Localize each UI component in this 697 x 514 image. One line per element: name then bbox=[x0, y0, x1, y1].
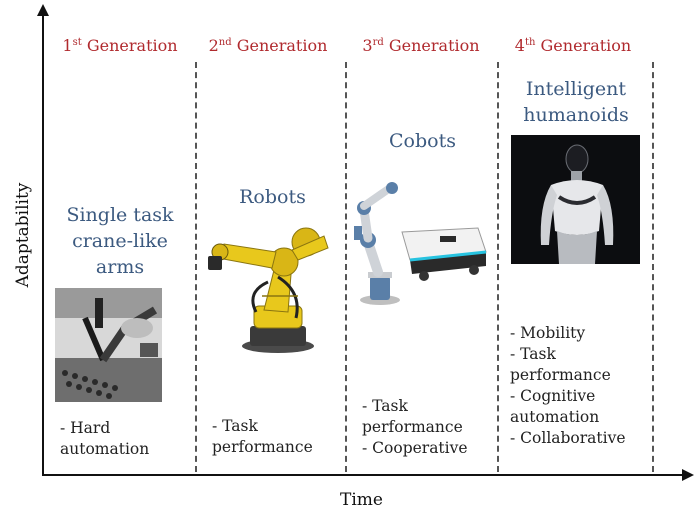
x-axis bbox=[42, 474, 682, 476]
generation-3-category: Cobots bbox=[389, 130, 456, 152]
generation-4-title: 4th Generation bbox=[514, 36, 632, 55]
y-axis-arrow-icon bbox=[37, 4, 49, 16]
divider-2 bbox=[345, 62, 347, 472]
generation-2-title: 2nd Generation bbox=[208, 36, 328, 55]
y-axis bbox=[42, 14, 44, 476]
divider-4 bbox=[652, 62, 654, 472]
generation-2-bullets: - Task performance bbox=[212, 417, 313, 456]
generation-1-title: 1st Generation bbox=[62, 36, 178, 55]
divider-3 bbox=[497, 62, 499, 472]
x-axis-arrow-icon bbox=[682, 469, 694, 481]
generation-2-category: Robots bbox=[239, 186, 306, 208]
industrial-robot-arm-icon bbox=[208, 227, 329, 353]
humanoid-robot-icon bbox=[511, 135, 640, 264]
crane-arm-photo-icon bbox=[55, 288, 162, 402]
cobot-mobile-platform-icon bbox=[354, 182, 487, 305]
y-axis-label: Adaptability bbox=[13, 182, 33, 288]
generation-3-title: 3rd Generation bbox=[362, 36, 480, 55]
generation-1-bullets: - Hard automation bbox=[60, 419, 150, 458]
generation-4-bullets: - Mobility - Task performance - Cognitiv… bbox=[510, 324, 626, 447]
x-axis-label: Time bbox=[340, 490, 383, 510]
generation-1-category: Single task crane-like arms bbox=[66, 204, 174, 278]
generation-4-category: Intelligent humanoids bbox=[523, 78, 629, 126]
divider-1 bbox=[195, 62, 197, 472]
generation-3-bullets: - Task performance - Cooperative bbox=[362, 397, 468, 457]
